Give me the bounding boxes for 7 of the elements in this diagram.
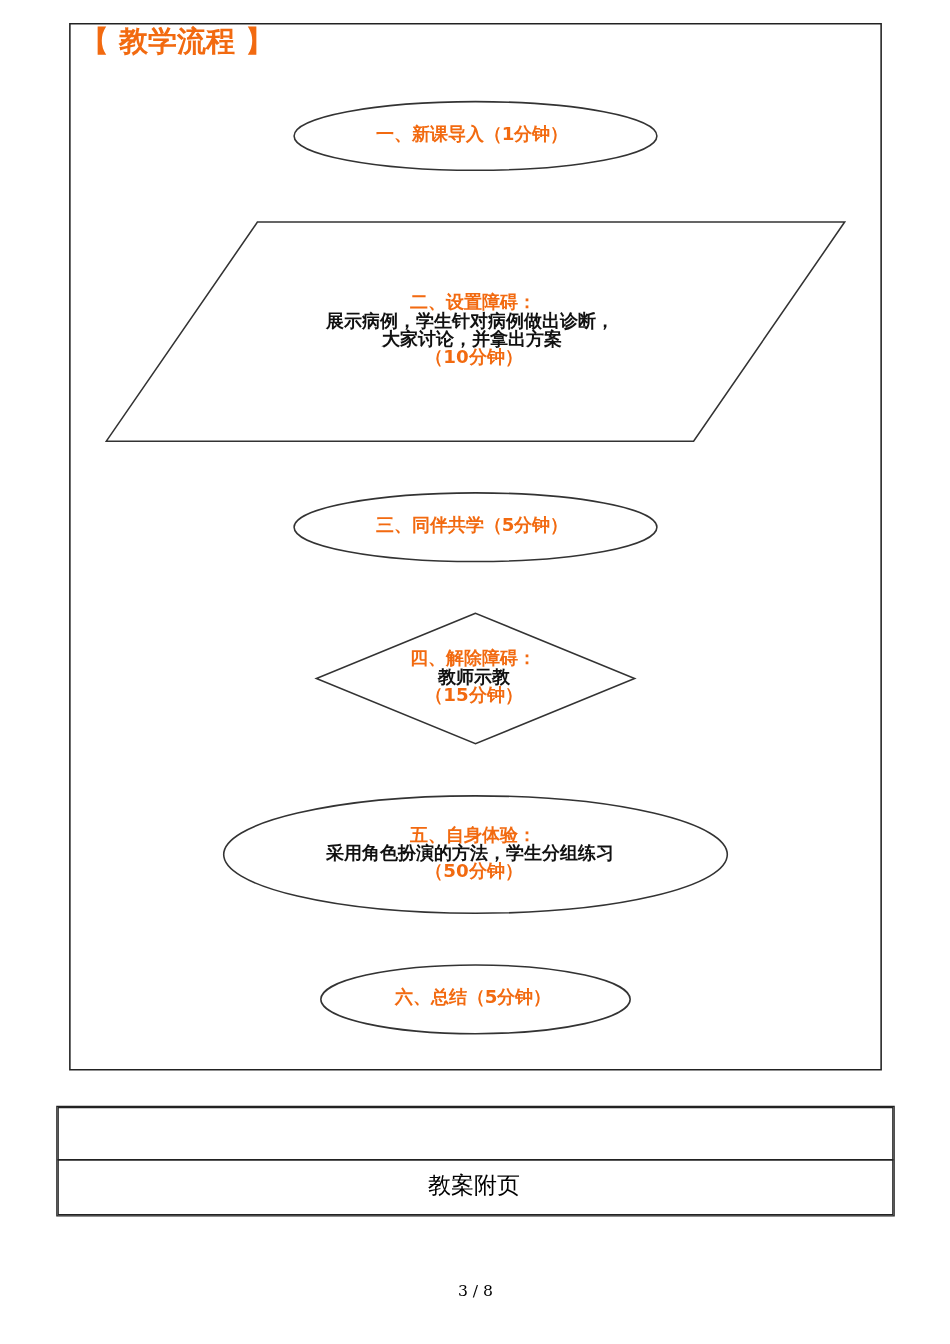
node-ellipse: 一、新课导入（1分钟） [292,100,658,172]
node-ellipse: 三、同伴共学（5分钟） [292,492,658,563]
node-ellipse: 六、总结（5分钟） [319,964,631,1035]
label: 教案附页 [427,1170,520,1199]
node-ellipse: 五、自身体验： 采用角色扮演的方法，学生分组练习 （50分钟） [222,795,728,915]
label: 3 / 8 [457,1280,493,1300]
node-diamond: 四、解除障碍： 教师示教 （15分钟） [313,612,637,745]
